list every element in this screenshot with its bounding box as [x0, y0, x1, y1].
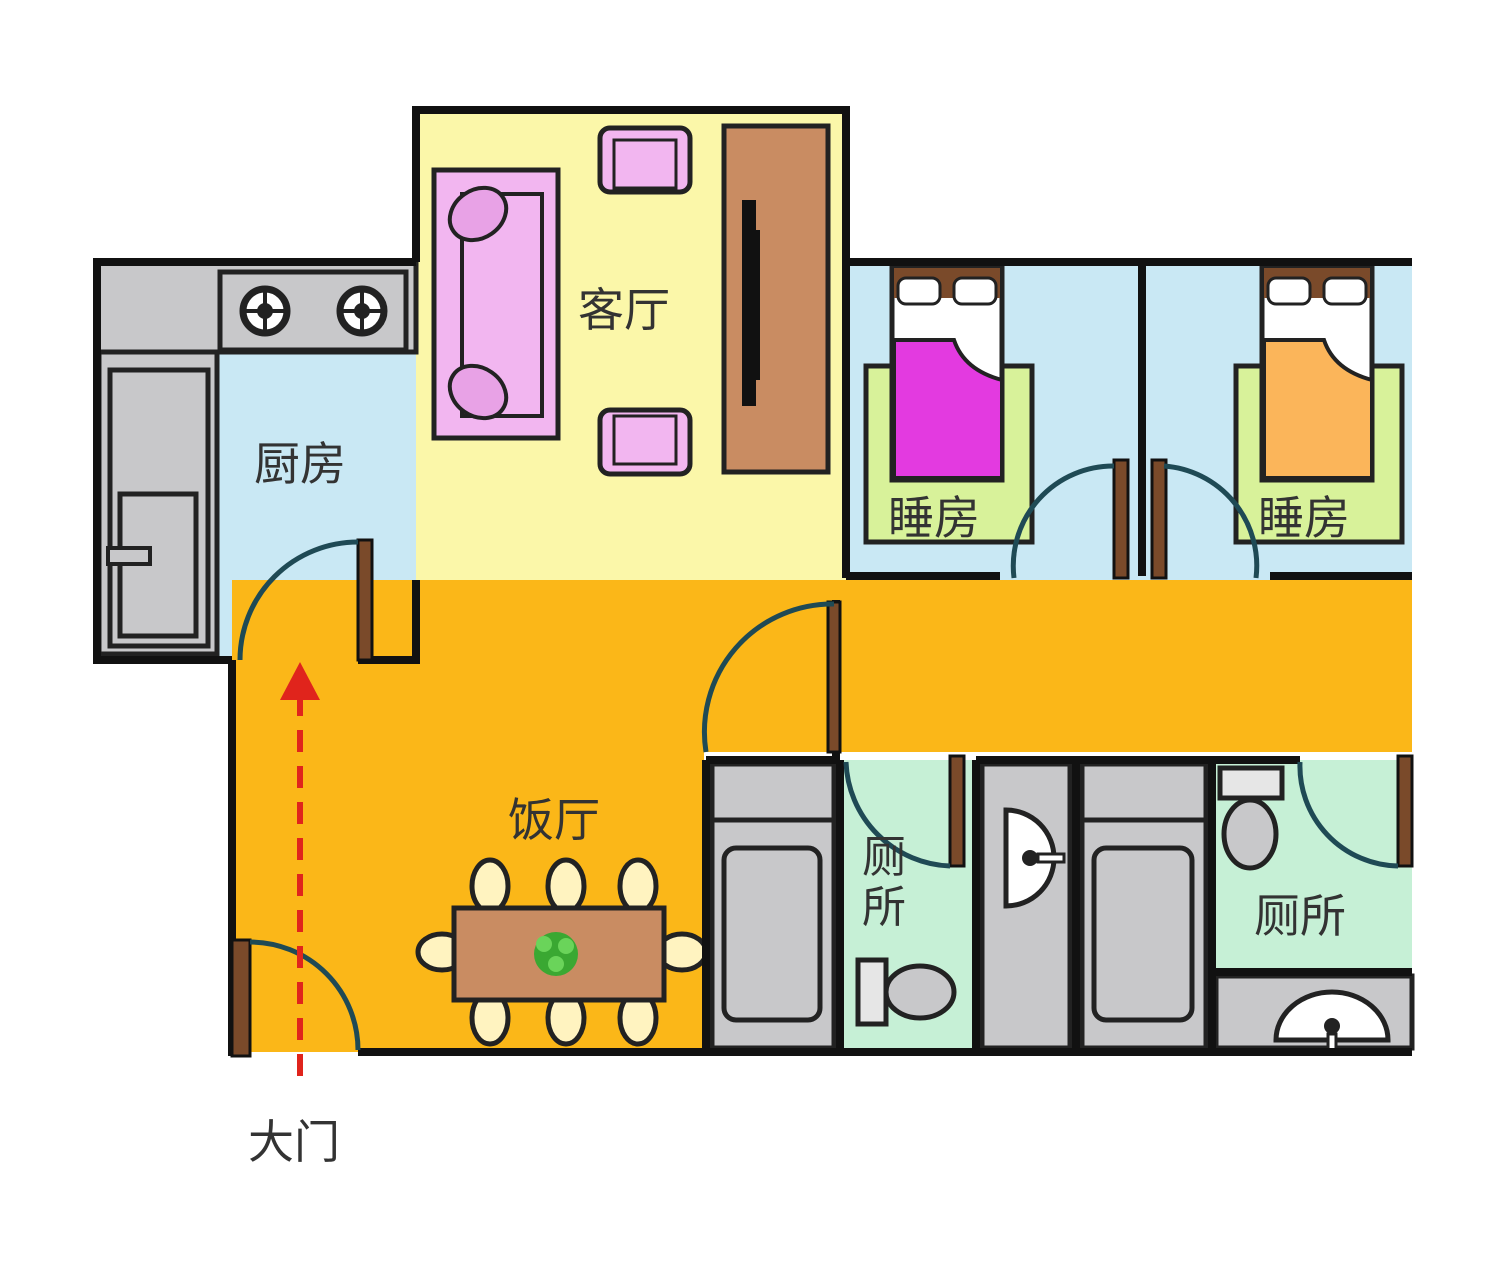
toilet-1-fixture	[855, 957, 957, 1027]
label-bedroom-2: 睡房	[1258, 491, 1350, 545]
plant-icon	[534, 932, 578, 976]
washbasin-1	[979, 761, 1073, 1051]
label-living-room: 客厅	[578, 283, 670, 337]
toilet-2-fixture	[1217, 765, 1285, 871]
bed-1	[863, 263, 1035, 545]
tv-cabinet	[721, 123, 831, 475]
label-bedroom-1: 睡房	[888, 491, 980, 545]
sink-tap	[106, 546, 152, 566]
label-toilet-1-char-1: 厕	[862, 832, 906, 883]
doors	[230, 458, 1414, 1058]
armchair-bottom	[597, 407, 693, 477]
armchair-top	[597, 125, 693, 195]
label-kitchen: 厨房	[254, 437, 346, 491]
sofa	[431, 167, 561, 441]
washbasin-2	[1213, 973, 1415, 1056]
bathtub-1	[709, 761, 837, 1051]
label-dining-room: 饭厅	[508, 793, 600, 847]
entrance-arrow	[280, 662, 320, 1076]
bathtub-2	[1079, 761, 1209, 1051]
label-toilet-1-char-2: 所	[862, 882, 906, 933]
label-toilet-1: 厕 所	[862, 832, 906, 933]
label-toilet-2: 厕所	[1254, 889, 1346, 943]
label-entrance: 大门	[248, 1115, 340, 1169]
stove-burners-icon	[239, 285, 388, 337]
